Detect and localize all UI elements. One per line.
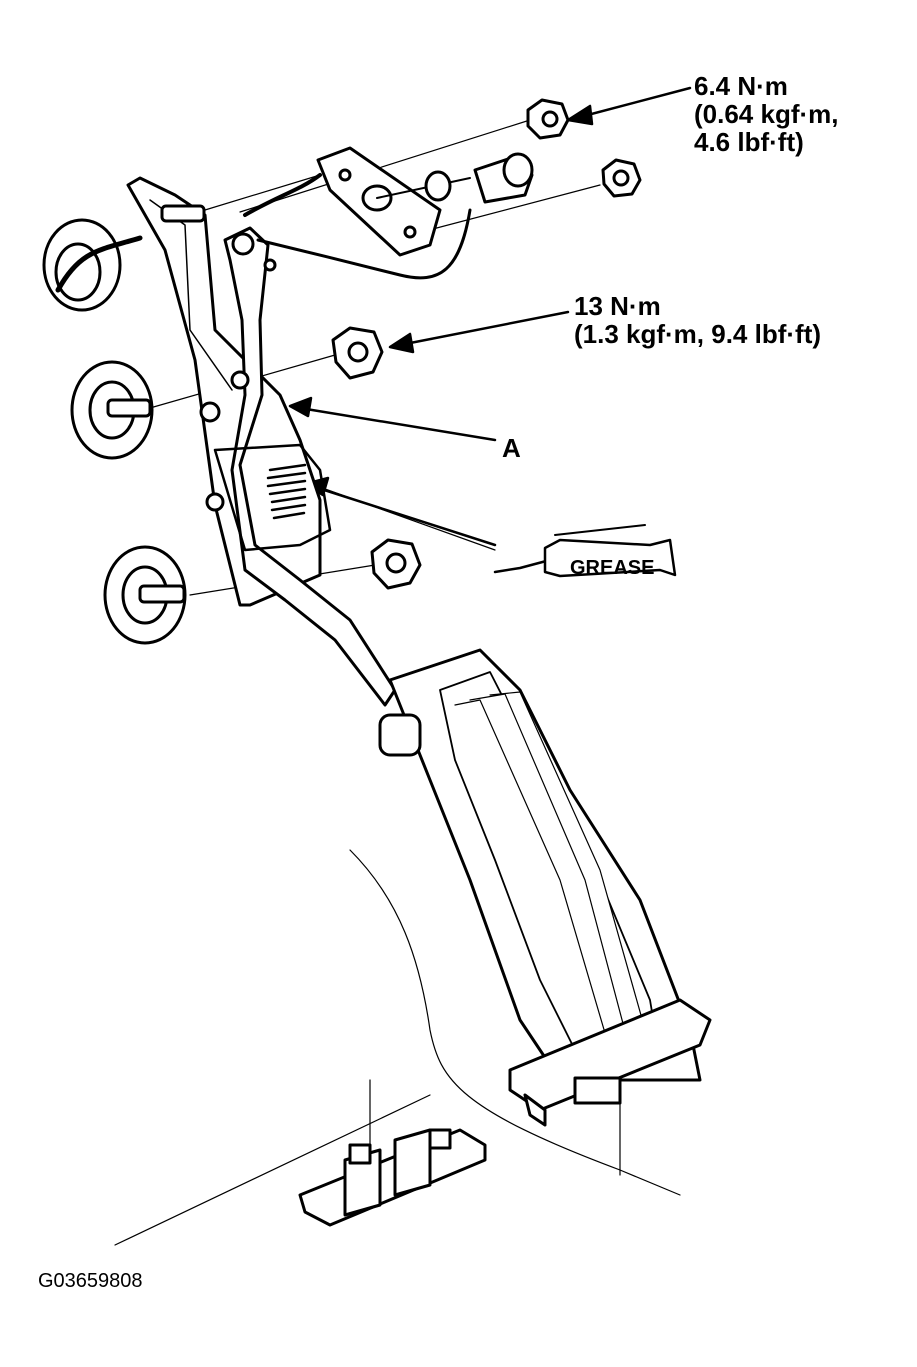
torque-mid-kgf-lbf: (1.3 kgf·m, 9.4 lbf·ft) <box>574 319 822 349</box>
flange-nuts <box>331 98 642 590</box>
torque-callout-top: 6.4 N·m (0.64 kgf·m, 4.6 lbf·ft) <box>694 72 839 156</box>
pedal-pad <box>378 648 712 1127</box>
torque-top-lbf: 4.6 lbf·ft) <box>694 127 804 157</box>
torque-top-kgf: (0.64 kgf·m, <box>694 99 839 129</box>
figure-code: G03659808 <box>38 1270 143 1292</box>
pedal-bracket <box>126 176 322 607</box>
return-spring <box>213 443 332 552</box>
leader-arrows <box>288 86 692 547</box>
throttle-cable <box>243 146 534 280</box>
part-a-label: A <box>502 433 521 463</box>
grease-tube-icon: GREASE <box>493 524 677 579</box>
mounting-studs <box>42 204 206 645</box>
torque-top-nm: 6.4 N·m <box>694 71 788 101</box>
torque-mid-nm: 13 N·m <box>574 291 661 321</box>
grease-label: GREASE <box>570 557 654 579</box>
torque-callout-mid: 13 N·m (1.3 kgf·m, 9.4 lbf·ft) <box>574 292 821 348</box>
pedal-stopper <box>298 1128 487 1227</box>
